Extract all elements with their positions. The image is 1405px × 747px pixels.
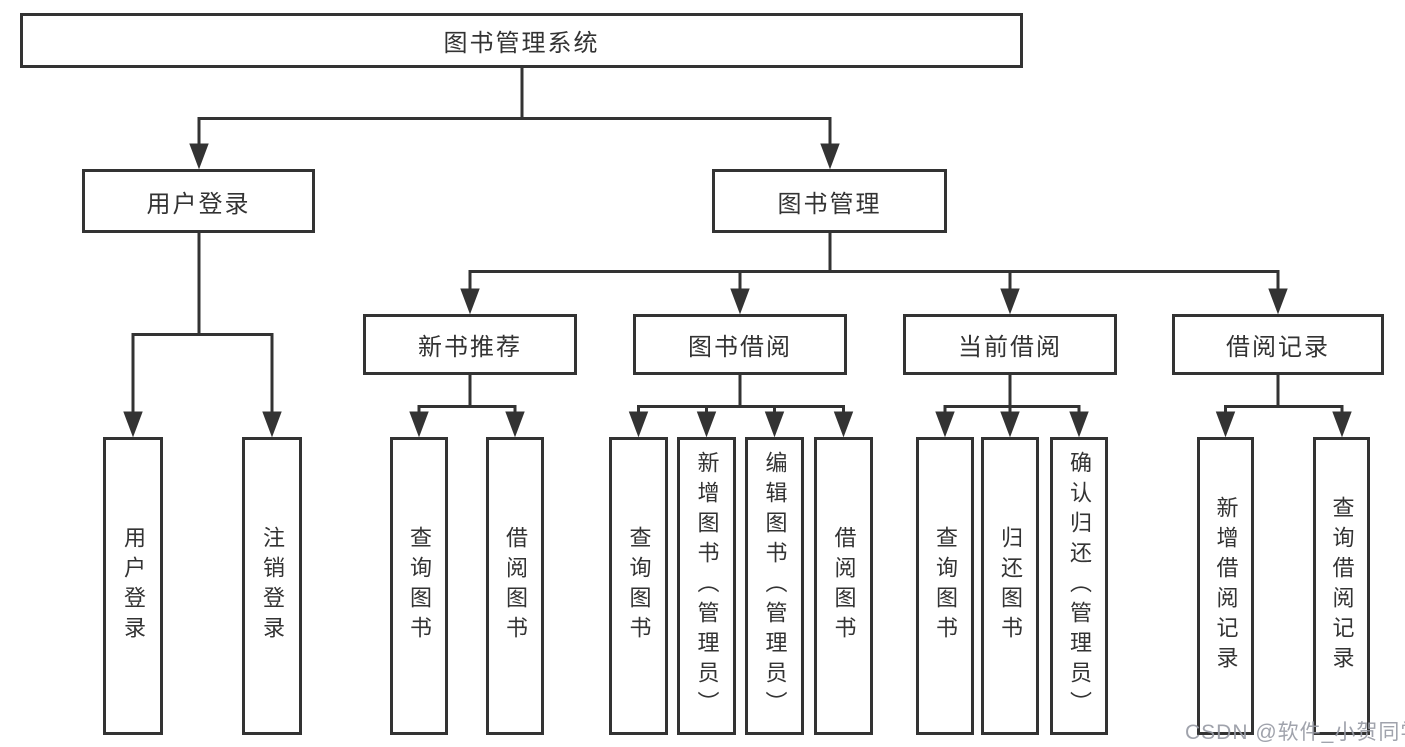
leaf-edit-books-admin: 编辑图书（管理员） xyxy=(745,437,804,735)
leaf-user-login: 用户登录 xyxy=(103,437,163,735)
leaf-logout: 注销登录 xyxy=(242,437,302,735)
leaf-query-books-borrow: 查询图书 xyxy=(609,437,668,735)
watermark: CSDN @软件_小贺同学 xyxy=(1185,721,1405,744)
node-book-borrowing: 图书借阅 xyxy=(633,314,847,375)
leaf-query-borrow-record: 查询借阅记录 xyxy=(1313,437,1370,735)
leaf-add-borrow-record: 新增借阅记录 xyxy=(1197,437,1254,735)
node-user-login: 用户登录 xyxy=(82,169,315,233)
leaf-return-books: 归还图书 xyxy=(981,437,1039,735)
leaf-borrow-books-recommend: 借阅图书 xyxy=(486,437,544,735)
node-library-system: 图书管理系统 xyxy=(20,13,1023,68)
node-book-management: 图书管理 xyxy=(712,169,947,233)
node-new-book-recommendation: 新书推荐 xyxy=(363,314,577,375)
leaf-query-books-current: 查询图书 xyxy=(916,437,974,735)
node-borrowing-records: 借阅记录 xyxy=(1172,314,1384,375)
node-current-borrowing: 当前借阅 xyxy=(903,314,1117,375)
leaf-query-books-recommend: 查询图书 xyxy=(390,437,448,735)
leaf-add-books-admin: 新增图书（管理员） xyxy=(677,437,736,735)
leaf-borrow-books: 借阅图书 xyxy=(814,437,873,735)
leaf-confirm-return-admin: 确认归还（管理员） xyxy=(1050,437,1108,735)
